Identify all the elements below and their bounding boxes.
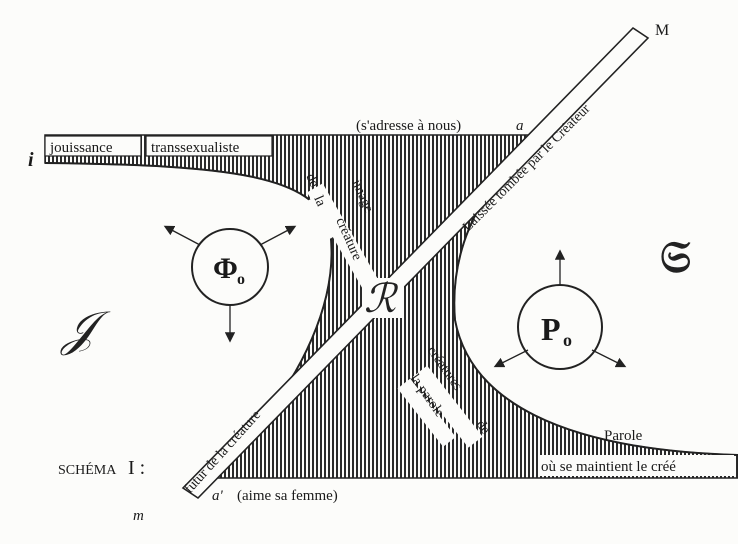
transsexualiste-box [145,135,273,157]
label-i: i [28,149,34,171]
label-schema-num: I : [128,457,145,479]
diagonal-band [181,26,650,500]
la-parole-strip [397,378,456,447]
label-M: M [655,22,669,39]
maintient-box [538,455,734,476]
phi-symbol: Φ [213,252,238,285]
label-a-prime: a' [212,488,224,504]
image-creature-strip [307,183,378,288]
p-subscript: o [563,330,572,350]
label-aime: (aime sa femme) [237,488,338,504]
script-s-symbol: 𝔖 [660,232,691,283]
label-schema: SCHÉMA [58,461,117,478]
jouissance-box [44,135,142,157]
p-symbol: P [541,311,561,347]
p-arrow-ll [493,349,529,368]
p-arrow-lr [591,349,627,368]
label-maintient: où se maintient le créé [541,459,676,475]
label-transsexualiste: transsexualiste [151,140,240,156]
de-la-strip [302,195,339,242]
script-r-symbol: ℛ [364,276,399,322]
label-parole: Parole [604,428,643,444]
label-adresse: (s'adresse à nous) [356,118,461,134]
script-i-symbol: 𝒥 [60,301,111,357]
r-backdrop [362,278,404,318]
phi-arrow-ur [259,225,297,246]
creatures-parole-strip [412,365,483,448]
phi-subscript: o [237,271,245,288]
label-de: de [302,172,321,190]
phi-arrow-ul [163,225,201,246]
label-a: a [516,118,524,134]
label-jouissance: jouissance [49,140,113,156]
label-m-bottom: m [133,508,144,524]
